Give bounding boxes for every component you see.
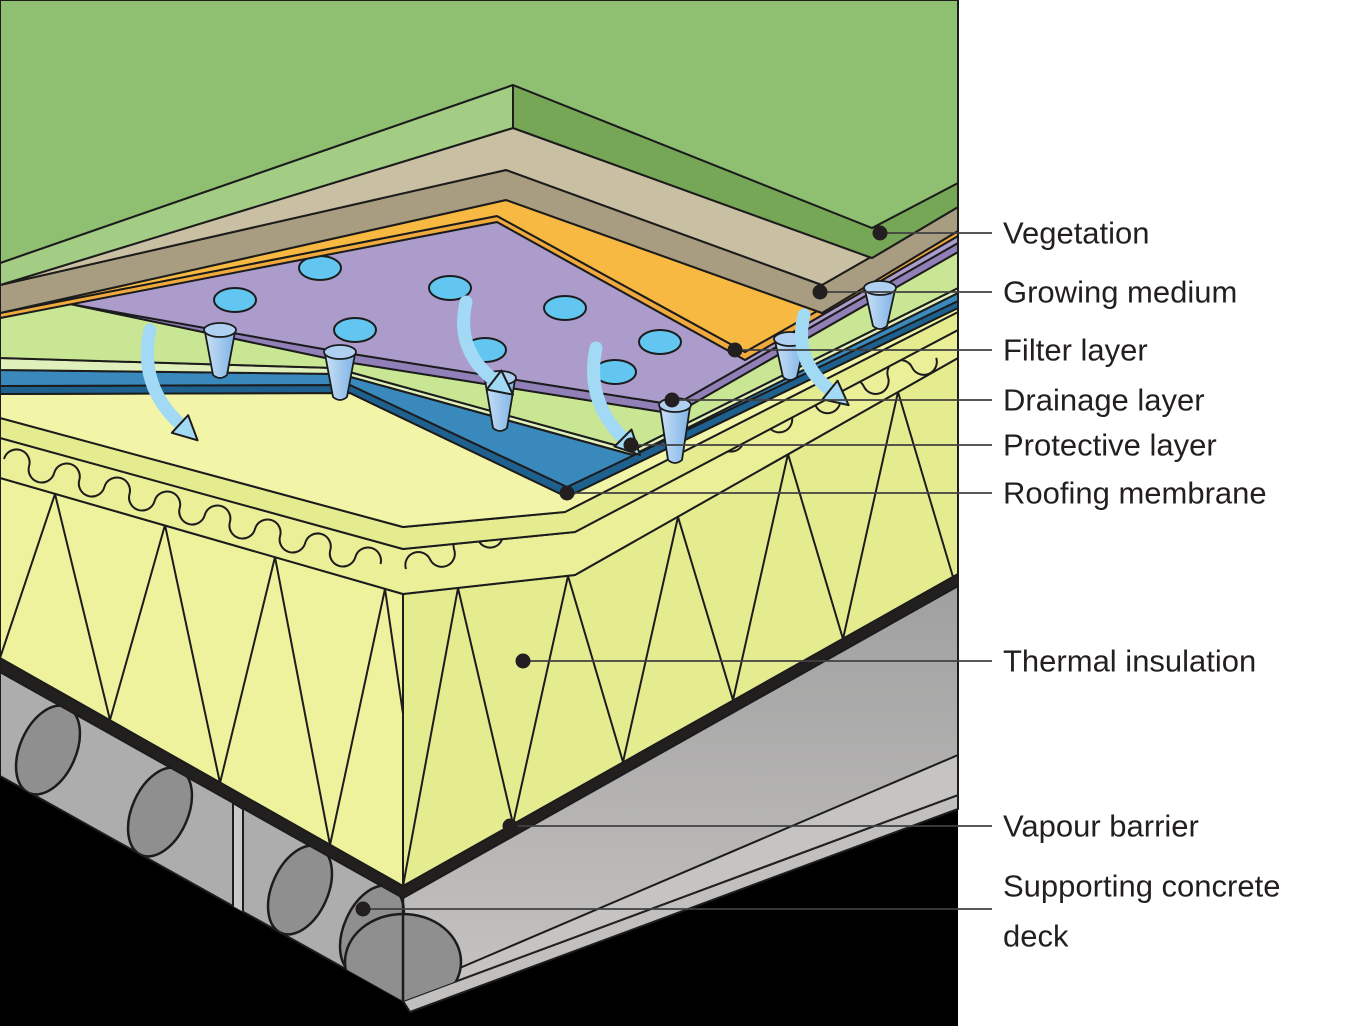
water-flow-arrowhead	[821, 379, 850, 407]
water-flow-arrowhead	[485, 369, 515, 396]
label-supporting-concrete-line2: deck	[1003, 919, 1069, 954]
water-flow-arrow	[140, 323, 187, 431]
leader-lines	[355, 225, 992, 917]
leader-dot-filter-layer	[727, 342, 743, 358]
label-vapour-barrier: Vapour barrier	[1003, 809, 1199, 844]
drainage-hole	[543, 295, 587, 321]
label-vegetation: Vegetation	[1003, 216, 1150, 251]
leader-dot-protective-layer	[623, 437, 639, 453]
drainage-funnels	[203, 280, 897, 464]
drainage-funnel-cone	[323, 353, 357, 401]
drainage-hole	[428, 275, 472, 301]
water-flow-arrow	[457, 295, 501, 387]
label-protective-layer: Protective layer	[1003, 428, 1217, 463]
drainage-funnel-cone	[863, 289, 897, 330]
drainage-funnel-cone	[658, 406, 692, 464]
black-backdrop	[0, 776, 958, 1026]
drainage-holes	[213, 255, 682, 385]
drainage-funnel-cone	[203, 331, 237, 379]
label-filter-layer: Filter layer	[1003, 333, 1148, 368]
vegetation-top-surface	[0, 0, 959, 264]
label-growing-medium: Growing medium	[1003, 275, 1237, 310]
label-drainage-layer: Drainage layer	[1003, 383, 1205, 418]
leader-dot-drainage-layer	[664, 392, 680, 408]
label-roofing-membrane: Roofing membrane	[1003, 476, 1267, 511]
leader-dot-supporting-concrete-deck	[355, 901, 371, 917]
water-flow-arrowhead	[170, 414, 199, 442]
leader-dot-vapour-barrier	[502, 818, 518, 834]
wave-pattern-left	[3, 448, 382, 568]
drainage-funnel-mouth	[203, 322, 237, 338]
label-supporting-concrete-line1: Supporting concrete	[1003, 869, 1280, 904]
drainage-hole	[638, 329, 682, 355]
drainage-hole	[333, 317, 377, 343]
water-flow-arrow	[795, 308, 837, 397]
label-thermal-insulation: Thermal insulation	[1003, 644, 1256, 679]
drainage-hole	[213, 287, 257, 313]
layer-labels: Vegetation Growing medium Filter layer D…	[1003, 216, 1280, 954]
leader-dot-growing-medium	[812, 284, 828, 300]
water-flow-arrows	[140, 295, 850, 456]
drainage-funnel-mouth	[323, 344, 357, 360]
leader-dot-vegetation	[872, 225, 888, 241]
leader-dot-thermal-insulation	[515, 653, 531, 669]
water-flow-arrow	[587, 341, 630, 445]
leader-dot-roofing-membrane	[559, 485, 575, 501]
